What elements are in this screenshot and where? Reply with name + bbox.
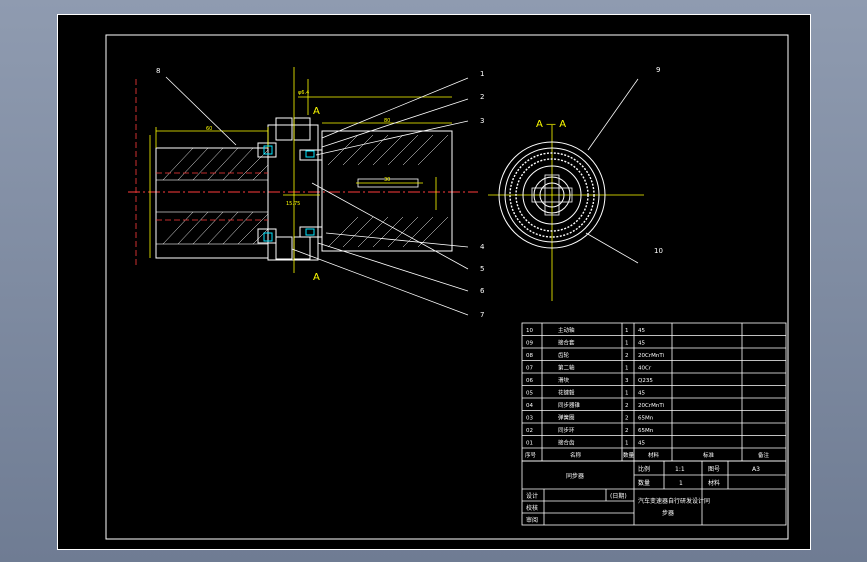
parts-cell-no: 09 xyxy=(526,341,533,347)
balloon-7: 7 xyxy=(480,311,484,319)
parts-cell-name: 主动轴 xyxy=(558,326,575,334)
parts-cell-qty: 1 xyxy=(625,341,629,347)
parts-cell-name: 同步器锥 xyxy=(558,401,581,409)
title-project-line2: 步器 xyxy=(662,509,674,517)
parts-cell-name: 弹簧圈 xyxy=(558,414,575,422)
balloon-5: 5 xyxy=(480,265,484,273)
balloon-10: 10 xyxy=(654,247,663,255)
header-no: 序号 xyxy=(525,451,537,459)
header-standard: 标准 xyxy=(703,451,715,459)
parts-cell-material: Q235 xyxy=(638,378,653,384)
header-material: 材料 xyxy=(648,451,660,459)
parts-cell-material: 45 xyxy=(638,391,645,397)
title-drawing-name: 同步器 xyxy=(566,472,584,480)
parts-cell-name: 第二轴 xyxy=(558,364,575,372)
balloon-4: 4 xyxy=(480,243,485,251)
parts-cell-name: 接合齿 xyxy=(558,439,575,447)
header-qty: 数量 xyxy=(623,451,635,459)
inner-frame xyxy=(105,34,789,540)
parts-cell-no: 10 xyxy=(526,328,533,334)
balloon-1: 1 xyxy=(480,70,484,78)
parts-list-rows: 10 主动轴 1 45 09 接合套 1 45 08 齿轮 2 20CrMnTi 07 第二轴 1 40Cr 0… xyxy=(522,326,786,459)
header-name: 名称 xyxy=(570,451,582,459)
title-design-label: 设计 xyxy=(526,492,538,500)
parts-cell-qty: 2 xyxy=(625,416,629,422)
cad-drawing: A A φ6.4 15.75 60 80 30 8 1 2 3 4 5 6 7 … xyxy=(105,34,789,540)
dim-small: 15.75 xyxy=(286,201,300,207)
title-qty-value: 1 xyxy=(679,480,683,487)
header-remark: 备注 xyxy=(758,451,770,459)
title-date-label: (日期) xyxy=(610,492,627,500)
parts-cell-no: 07 xyxy=(526,366,533,372)
parts-cell-qty: 2 xyxy=(625,403,629,409)
parts-cell-qty: 1 xyxy=(625,366,629,372)
parts-cell-qty: 2 xyxy=(625,428,629,434)
title-scale-value: 1:1 xyxy=(675,466,685,473)
parts-cell-no: 05 xyxy=(526,391,533,397)
balloon-6: 6 xyxy=(480,287,485,295)
parts-cell-material: 65Mn xyxy=(638,428,654,434)
title-material-label: 材料 xyxy=(708,479,720,487)
title-approve-label: 审阅 xyxy=(526,516,538,524)
parts-cell-name: 滑块 xyxy=(558,376,570,384)
section-mark-top: A xyxy=(313,106,320,117)
parts-cell-material: 20CrMnTi xyxy=(638,353,665,359)
parts-cell-qty: 1 xyxy=(625,391,629,397)
parts-cell-no: 06 xyxy=(526,378,533,384)
parts-cell-material: 20CrMnTi xyxy=(638,403,665,409)
balloon-9: 9 xyxy=(656,66,660,74)
parts-cell-qty: 2 xyxy=(625,353,629,359)
parts-cell-no: 04 xyxy=(526,403,533,409)
dim-top: φ6.4 xyxy=(298,90,309,96)
section-aa-view xyxy=(488,78,644,301)
main-section-view xyxy=(128,67,478,316)
title-scale-label: 比例 xyxy=(638,465,650,473)
parts-cell-no: 01 xyxy=(526,441,533,447)
title-sheet-value: A3 xyxy=(752,466,760,473)
parts-cell-name: 齿轮 xyxy=(558,351,570,359)
parts-cell-material: 40Cr xyxy=(638,366,652,372)
dim-mid: 80 xyxy=(384,118,390,124)
title-block xyxy=(521,460,787,526)
parts-cell-no: 08 xyxy=(526,353,533,359)
balloon-2: 2 xyxy=(480,93,484,101)
parts-cell-name: 接合套 xyxy=(558,339,575,347)
parts-cell-name: 同步环 xyxy=(558,427,575,434)
parts-cell-no: 02 xyxy=(526,428,533,434)
parts-cell-material: 45 xyxy=(638,341,645,347)
parts-cell-name: 花键毂 xyxy=(558,389,575,397)
balloon-3: 3 xyxy=(480,117,484,125)
parts-cell-material: 65Mn xyxy=(638,416,654,422)
title-project-line1: 汽车变速器自行研发设计同 xyxy=(638,497,710,505)
parts-cell-no: 03 xyxy=(526,416,533,422)
title-qty-label: 数量 xyxy=(638,479,650,487)
title-check-label: 校核 xyxy=(526,504,538,512)
dim-left: 60 xyxy=(206,126,212,132)
parts-cell-material: 45 xyxy=(638,441,645,447)
drawing-sheet[interactable]: A A φ6.4 15.75 60 80 30 8 1 2 3 4 5 6 7 … xyxy=(57,14,811,550)
title-sheet-label: 图号 xyxy=(708,466,720,473)
parts-cell-qty: 1 xyxy=(625,441,629,447)
section-mark-bottom: A xyxy=(313,272,320,283)
parts-cell-material: 45 xyxy=(638,328,645,334)
dim-inner: 30 xyxy=(384,177,390,183)
section-view-label: A — A xyxy=(536,119,566,130)
parts-cell-qty: 1 xyxy=(625,328,629,334)
parts-cell-qty: 3 xyxy=(625,378,629,384)
balloon-8: 8 xyxy=(156,67,160,75)
